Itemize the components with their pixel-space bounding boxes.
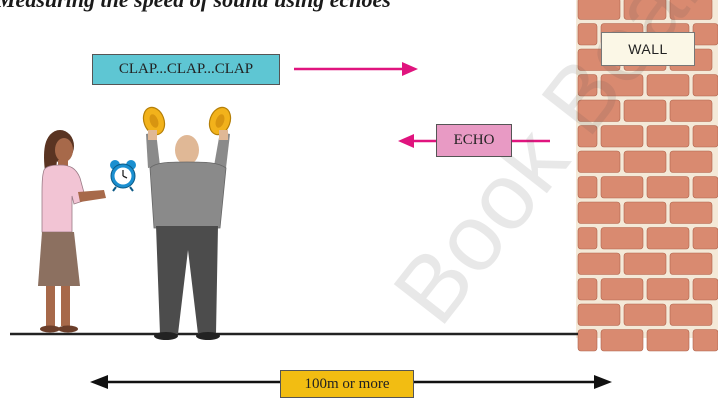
brick — [669, 252, 713, 275]
brick — [577, 303, 621, 326]
brick — [577, 176, 598, 199]
brick — [577, 252, 621, 275]
brick — [623, 252, 667, 275]
brick — [600, 227, 644, 250]
brick — [600, 125, 644, 148]
woman-with-stopwatch — [38, 130, 106, 333]
brick — [577, 150, 621, 173]
brick — [577, 278, 598, 301]
brick — [600, 74, 644, 97]
stopwatch-icon — [110, 160, 136, 192]
brick — [623, 150, 667, 173]
brick — [692, 176, 718, 199]
brick — [623, 303, 667, 326]
brick — [577, 125, 598, 148]
brick — [646, 74, 690, 97]
brick — [669, 303, 713, 326]
brick — [692, 278, 718, 301]
brick — [623, 201, 667, 224]
clap-label: CLAP...CLAP...CLAP — [92, 54, 280, 85]
man-clapping — [142, 106, 232, 340]
echo-arrow — [398, 134, 550, 148]
brick — [577, 99, 621, 122]
brick — [600, 176, 644, 199]
brick — [600, 278, 644, 301]
brick — [577, 329, 598, 352]
brick — [646, 125, 690, 148]
brick — [646, 278, 690, 301]
brick — [577, 74, 598, 97]
brick — [669, 0, 713, 20]
brick — [600, 329, 644, 352]
brick — [692, 125, 718, 148]
sound-arrow-outgoing — [294, 62, 418, 76]
brick — [577, 23, 598, 46]
echo-label: ECHO — [436, 124, 512, 157]
distance-arrow — [90, 375, 612, 389]
brick — [623, 99, 667, 122]
brick — [669, 201, 713, 224]
brick — [669, 99, 713, 122]
diagram-title: Measuring the speed of sound using echoe… — [0, 0, 391, 13]
distance-label: 100m or more — [280, 370, 414, 398]
brick — [577, 201, 621, 224]
brick — [692, 74, 718, 97]
brick — [646, 329, 690, 352]
brick — [669, 150, 713, 173]
brick — [623, 0, 667, 20]
brick — [577, 0, 621, 20]
brick — [692, 227, 718, 250]
brick — [646, 227, 690, 250]
brick — [577, 227, 598, 250]
wall-sign: WALL — [601, 32, 695, 66]
brick — [692, 329, 718, 352]
brick — [646, 176, 690, 199]
